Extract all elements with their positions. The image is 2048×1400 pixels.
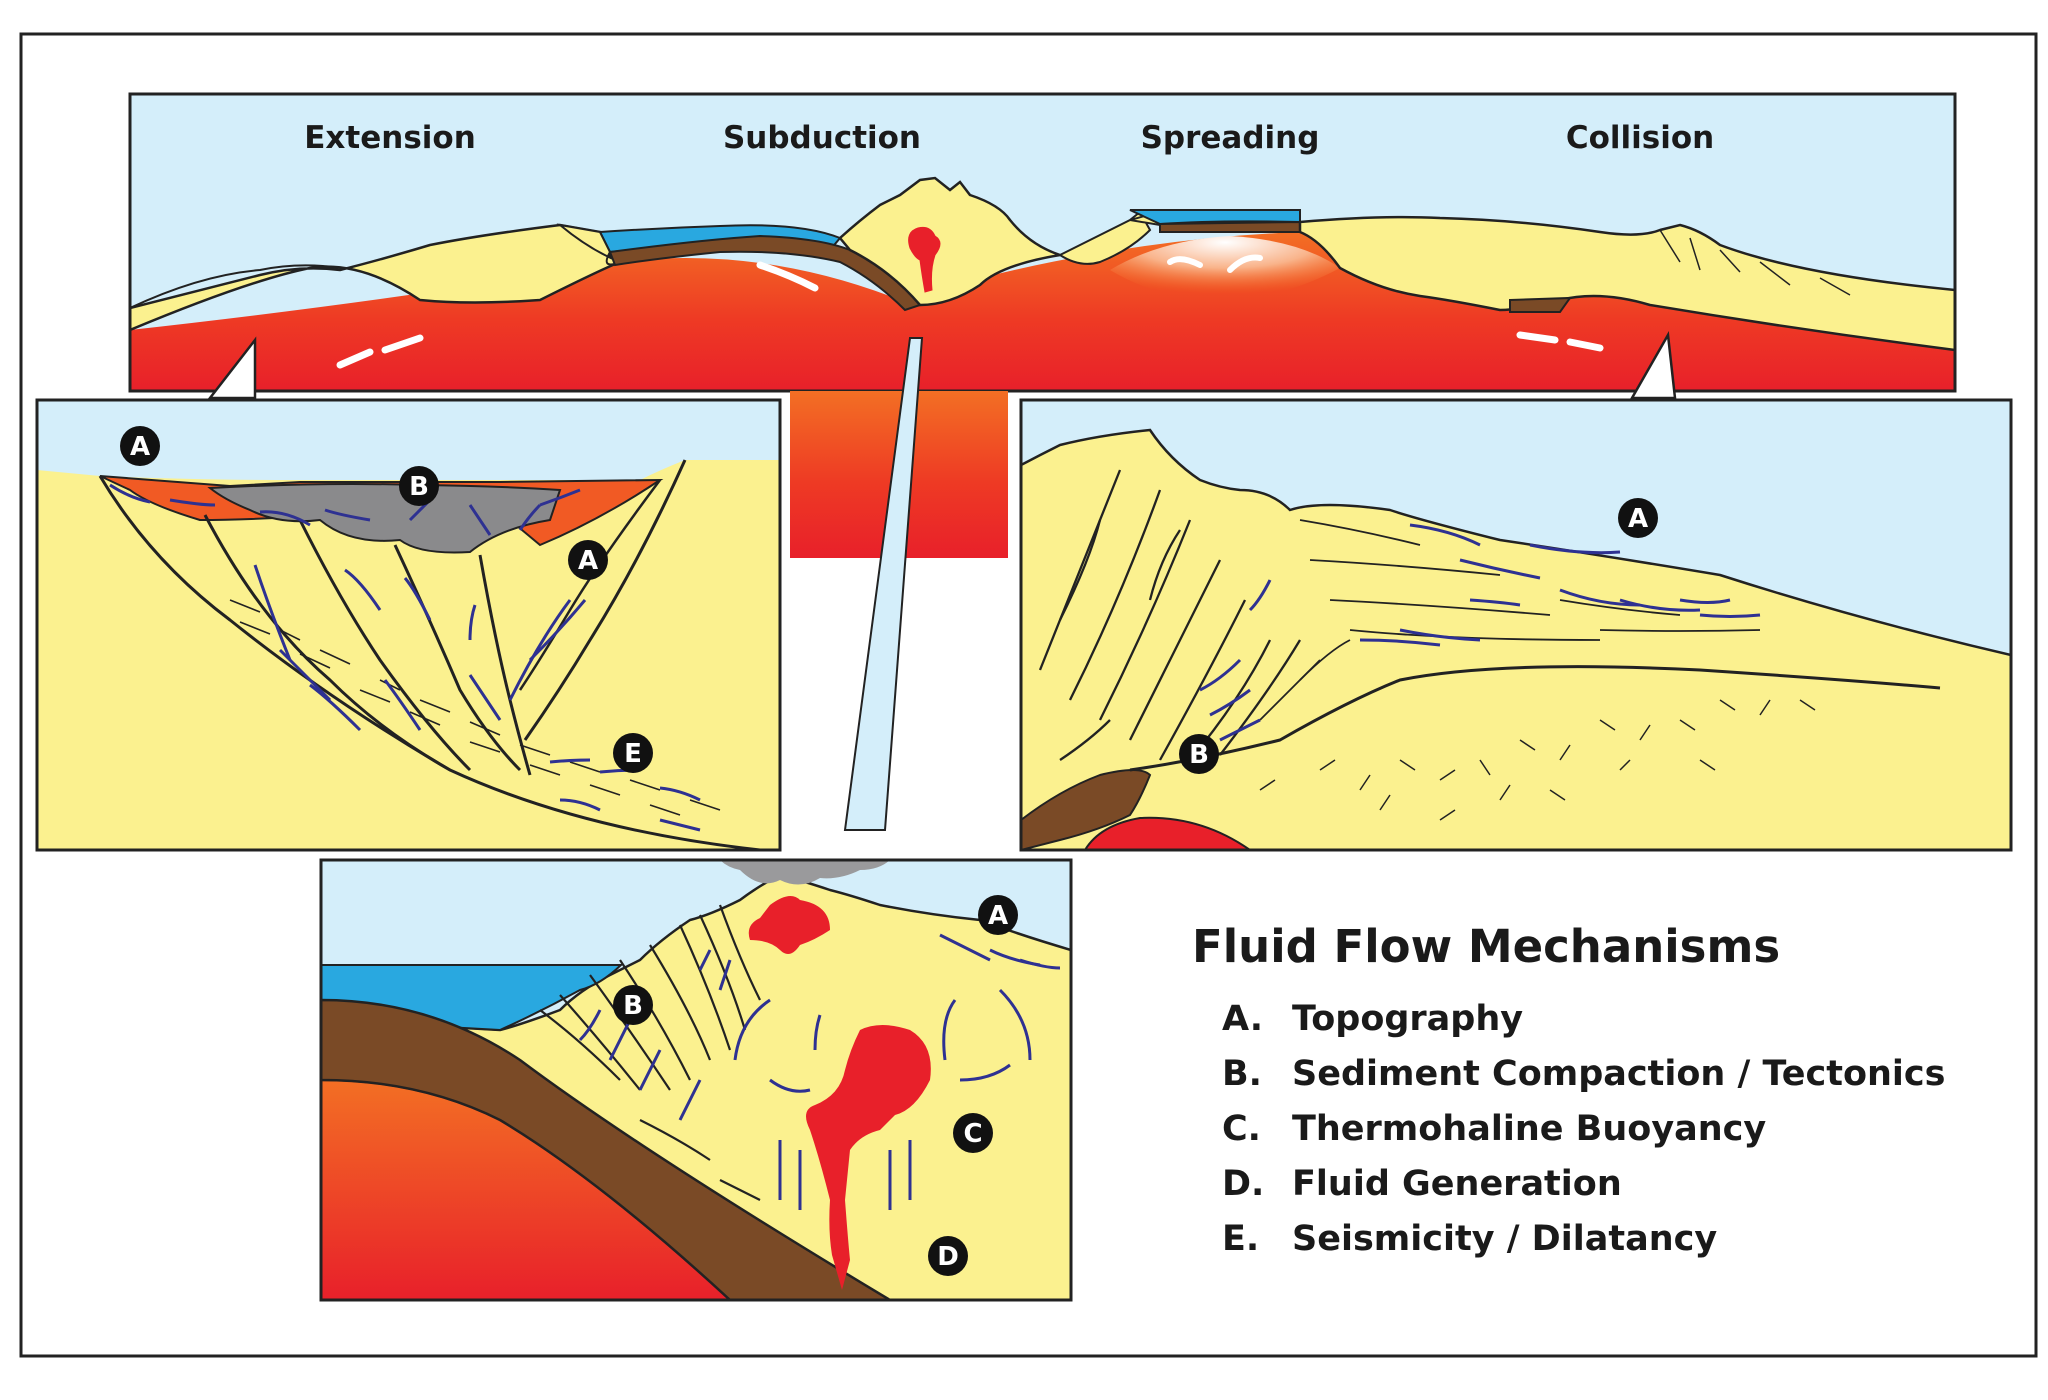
subduction-inset-border [319, 858, 1073, 1302]
badge-subduction-a: A [978, 895, 1018, 935]
legend-text-a: Topography [1292, 999, 1523, 1039]
label-extension: Extension [304, 120, 476, 156]
subduction-ash-cloud [720, 860, 890, 885]
legend-letter-c: C. [1222, 1109, 1261, 1149]
zoom-pointer-extension [207, 336, 257, 400]
svg-text:B: B [409, 472, 429, 502]
badge-extension-a2: A [568, 540, 608, 580]
label-subduction: Subduction [723, 120, 921, 156]
legend-text-b: Sediment Compaction / Tectonics [1292, 1054, 1945, 1094]
collision-mantle [1083, 816, 1252, 850]
overview-arrow-spreading-right [1227, 254, 1263, 273]
overview-arrow-collision-right [1566, 338, 1604, 352]
legend-text-e: Seismicity / Dilatancy [1292, 1219, 1717, 1259]
overview-panel: Extension Subduction Spreading Collision [128, 92, 1957, 393]
collision-slab [1021, 769, 1152, 850]
legend-letter-a: A. [1222, 999, 1263, 1039]
badge-subduction-d: D [928, 1236, 968, 1276]
badge-collision-a: A [1618, 498, 1658, 538]
badge-extension-b: B [399, 466, 439, 506]
legend-text-c: Thermohaline Buoyancy [1292, 1109, 1766, 1149]
legend-text-d: Fluid Generation [1292, 1164, 1622, 1204]
collision-flow-arrows [1199, 523, 1761, 742]
svg-text:D: D [937, 1242, 959, 1272]
subduction-flow-arrows [578, 933, 1061, 1210]
overview-arrow-extension-right [381, 334, 424, 354]
overview-ridge-glow [1110, 236, 1340, 300]
overview-arrow-spreading-left [1167, 256, 1203, 268]
overview-slab [608, 234, 922, 312]
legend: Fluid Flow Mechanisms A. Topography B. S… [1192, 920, 1945, 1259]
extension-inset-border [35, 398, 782, 852]
zoom-pointer-collision [1629, 331, 1677, 400]
badge-extension-e: E [613, 733, 653, 773]
svg-text:A: A [130, 432, 150, 462]
legend-letter-e: E. [1222, 1219, 1259, 1259]
label-spreading: Spreading [1141, 120, 1320, 156]
legend-title: Fluid Flow Mechanisms [1192, 920, 1780, 973]
svg-text:C: C [963, 1119, 982, 1149]
subduction-magma-lower [806, 1025, 931, 1290]
subduction-magma-upper [748, 896, 830, 954]
extension-inset: A B A E [35, 398, 782, 852]
overview-magma [908, 226, 941, 293]
badge-collision-b: B [1179, 734, 1219, 774]
outer-frame [19, 32, 2038, 1358]
svg-text:E: E [624, 739, 642, 769]
svg-text:A: A [1628, 504, 1648, 534]
legend-letter-d: D. [1222, 1164, 1264, 1204]
badge-subduction-c: C [953, 1113, 993, 1153]
collision-inset-border [1019, 398, 2013, 852]
subduction-inset: A B C D [319, 858, 1073, 1302]
badge-extension-a1: A [120, 426, 160, 466]
overview-arrow-extension-left [336, 348, 374, 369]
overview-panel-border [128, 92, 1957, 393]
overview-crust-spreading [1057, 210, 1152, 265]
svg-text:B: B [1189, 740, 1209, 770]
badge-subduction-b: B [613, 985, 653, 1025]
collision-sky [1021, 400, 2011, 657]
zoom-wedge-subduction [843, 337, 924, 831]
subduction-slab [321, 998, 893, 1300]
svg-text:A: A [578, 546, 598, 576]
legend-letter-b: B. [1222, 1054, 1262, 1094]
overview-arrow-collision-left [1516, 331, 1559, 344]
svg-text:B: B [623, 991, 643, 1021]
overview-arrow-subduction [756, 261, 819, 292]
svg-text:A: A [988, 901, 1008, 931]
label-collision: Collision [1566, 120, 1714, 156]
overview-crust-collision [1298, 215, 1955, 352]
extension-sky [37, 400, 780, 480]
extension-flow-arrows [109, 483, 701, 832]
collision-inset: A B [1019, 398, 2013, 852]
